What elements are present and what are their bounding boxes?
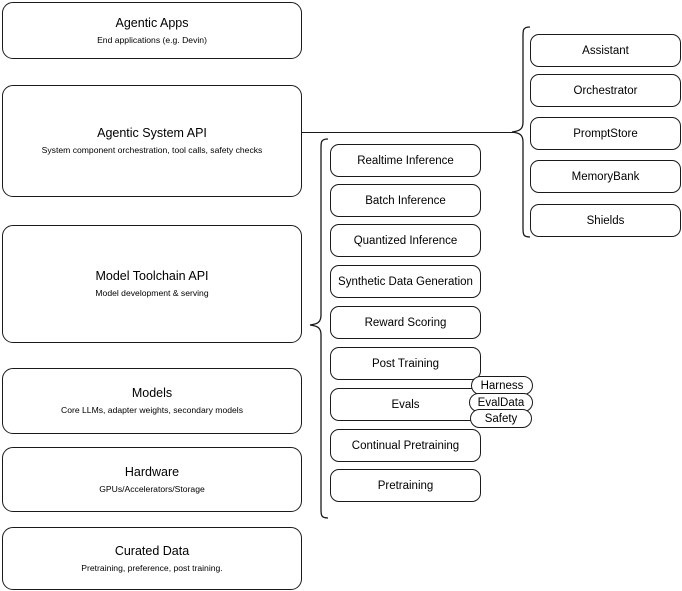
chip-label: Evals (391, 398, 420, 411)
chip-label: Orchestrator (573, 84, 638, 97)
stack-layer-models[interactable]: Models Core LLMs, adapter weights, secon… (2, 368, 302, 434)
brace-toolchain-components (309, 138, 329, 519)
toolchain-component-realtime-inference[interactable]: Realtime Inference (330, 144, 481, 177)
pill-label: EvalData (477, 396, 525, 409)
chip-label: Realtime Inference (357, 154, 454, 167)
layer-subtitle: System component orchestration, tool cal… (41, 145, 263, 155)
layer-title: Agentic System API (97, 126, 207, 140)
stack-layer-hardware[interactable]: Hardware GPUs/Accelerators/Storage (2, 447, 302, 512)
pill-label: Safety (484, 412, 518, 425)
layer-subtitle: Model development & serving (95, 288, 209, 298)
layer-title: Model Toolchain API (95, 269, 209, 283)
stack-layer-agentic-apps[interactable]: Agentic Apps End applications (e.g. Devi… (2, 2, 302, 59)
toolchain-component-reward-scoring[interactable]: Reward Scoring (330, 306, 481, 339)
layer-subtitle: GPUs/Accelerators/Storage (99, 483, 205, 494)
connector-line-system-api (302, 132, 513, 134)
chip-label: Assistant (582, 44, 629, 57)
chip-label: Quantized Inference (353, 234, 458, 247)
system-component-shields[interactable]: Shields (530, 204, 681, 237)
chip-label: MemoryBank (571, 170, 640, 183)
toolchain-component-pretraining[interactable]: Pretraining (330, 469, 481, 502)
layer-subtitle: Pretraining, preference, post training. (81, 562, 223, 573)
eval-badge-safety[interactable]: Safety (470, 409, 532, 428)
toolchain-component-batch-inference[interactable]: Batch Inference (330, 184, 481, 217)
chip-label: PromptStore (573, 127, 638, 140)
toolchain-component-synthetic-data-generation[interactable]: Synthetic Data Generation (330, 265, 481, 298)
chip-label: Reward Scoring (364, 316, 447, 329)
stack-layer-agentic-system-api[interactable]: Agentic System API System component orch… (2, 85, 302, 197)
layer-subtitle: End applications (e.g. Devin) (97, 34, 207, 45)
toolchain-component-post-training[interactable]: Post Training (330, 347, 481, 380)
chip-label: Pretraining (377, 479, 434, 492)
system-component-assistant[interactable]: Assistant (530, 34, 681, 67)
stack-layer-model-toolchain-api[interactable]: Model Toolchain API Model development & … (2, 225, 302, 343)
toolchain-component-quantized-inference[interactable]: Quantized Inference (330, 224, 481, 257)
pill-label: Harness (480, 379, 524, 392)
layer-title: Hardware (124, 464, 180, 479)
brace-system-components (511, 26, 531, 238)
toolchain-component-continual-pretraining[interactable]: Continual Pretraining (330, 429, 481, 462)
toolchain-component-evals[interactable]: Evals (330, 388, 481, 421)
layer-title: Agentic Apps (115, 15, 189, 30)
chip-label: Continual Pretraining (351, 439, 460, 452)
eval-badge-evaldata[interactable]: EvalData (469, 393, 533, 412)
chip-label: Shields (586, 214, 625, 227)
system-component-memorybank[interactable]: MemoryBank (530, 160, 681, 193)
stack-layer-curated-data[interactable]: Curated Data Pretraining, preference, po… (2, 527, 302, 590)
layer-title: Curated Data (114, 543, 190, 558)
chip-label: Batch Inference (365, 194, 446, 207)
chip-label: Synthetic Data Generation (338, 275, 473, 288)
system-component-promptstore[interactable]: PromptStore (530, 117, 681, 150)
layer-subtitle: Core LLMs, adapter weights, secondary mo… (61, 405, 243, 415)
layer-title: Models (131, 386, 173, 400)
system-component-orchestrator[interactable]: Orchestrator (530, 74, 681, 107)
chip-label: Post Training (371, 357, 440, 370)
